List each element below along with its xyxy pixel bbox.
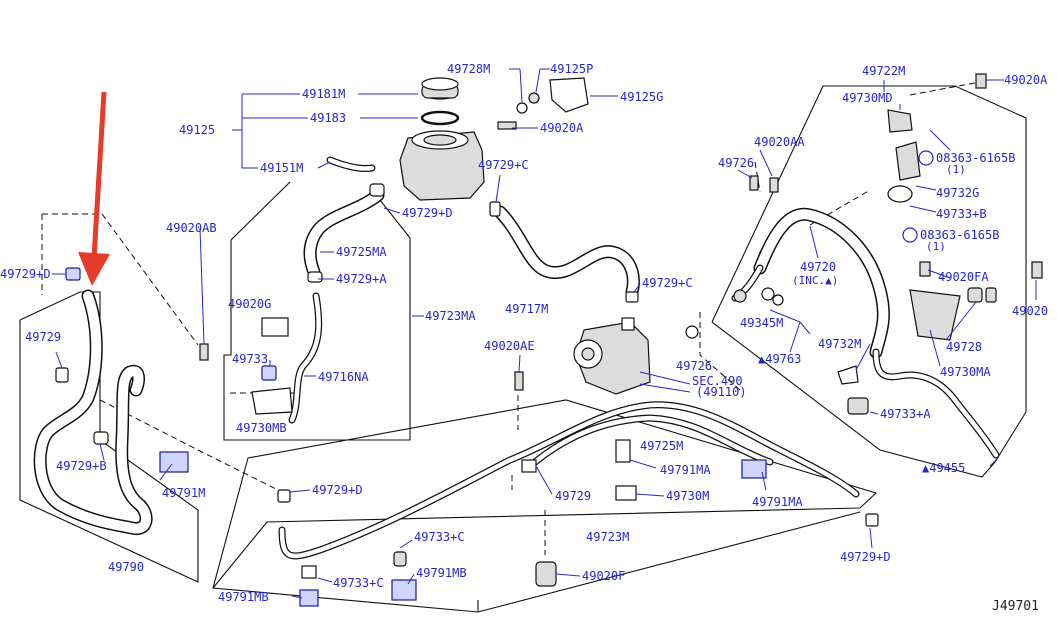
label-49730md: 49730MD	[842, 91, 893, 105]
label-49732g: 49732G	[936, 186, 980, 200]
label-49730m: 49730M	[666, 489, 710, 503]
label-08363-b-qty: (1)	[926, 240, 946, 253]
label-49728m: 49728M	[447, 62, 491, 76]
label-49726-right: 49726	[718, 156, 755, 170]
label-49730ma: 49730MA	[940, 365, 991, 379]
label-49733c-a: 49733+C	[414, 530, 465, 544]
label-49791m: 49791M	[162, 486, 206, 500]
symbols	[902, 150, 934, 243]
label-49733c-b: 49733+C	[333, 576, 384, 590]
label-49020g: 49020G	[228, 297, 272, 311]
diagram-reference-code: J49701	[992, 599, 1039, 614]
label-49726-mid: 49726	[676, 359, 713, 373]
label-49125: 49125	[179, 123, 216, 137]
label-49790: 49790	[108, 560, 145, 574]
power-steering-pump	[573, 317, 651, 395]
label-49725ma: 49725MA	[336, 245, 387, 259]
components	[55, 73, 1043, 607]
label-49729b: 49729+B	[56, 459, 107, 473]
label-sec490-sub: (49110)	[696, 385, 747, 399]
reservoir-tank	[399, 131, 485, 201]
hoses	[33, 156, 1000, 560]
label-49730mb: 49730MB	[236, 421, 287, 435]
label-49720-inc: (INC.▲)	[792, 274, 839, 287]
label-49733b: 49733+B	[936, 207, 987, 221]
label-08363-a-qty: (1)	[946, 163, 966, 176]
label-49729c-top: 49729+C	[478, 158, 529, 172]
leader-lines	[52, 68, 1037, 599]
label-49020fa: 49020FA	[938, 270, 989, 284]
label-49729a: 49729+A	[336, 272, 387, 286]
label-49733a: 49733+A	[880, 407, 931, 421]
label-49733: 49733	[232, 352, 269, 366]
frame-lines	[19, 81, 1027, 613]
label-49729d-c: 49729+D	[840, 550, 891, 564]
label-08363-a: 08363-6165B	[936, 151, 1016, 165]
label-49020f: 49020F	[582, 569, 626, 583]
label-49183: 49183	[310, 111, 347, 125]
label-49345m: 49345M	[740, 316, 784, 330]
label-49720: 49720	[800, 260, 837, 274]
label-49791ma-b: 49791MA	[752, 495, 803, 509]
label-49716na: 49716NA	[318, 370, 369, 384]
label-49455: ▲49455	[922, 461, 966, 475]
label-08363-b: 08363-6165B	[920, 228, 1000, 242]
label-49020a-right: 49020A	[1004, 73, 1048, 87]
label-sec490: SEC.490	[692, 374, 743, 388]
label-49729c-mid: 49729+C	[642, 276, 693, 290]
reservoir-bracket	[549, 77, 589, 113]
label-49151m: 49151M	[260, 161, 304, 175]
label-49717m: 49717M	[505, 302, 549, 316]
label-49791mb-a: 49791MB	[416, 566, 467, 580]
label-49020-right: 49020	[1012, 304, 1049, 318]
label-49020ae: 49020AE	[484, 339, 535, 353]
label-49125p: 49125P	[550, 62, 594, 76]
label-49020aa: 49020AA	[754, 135, 805, 149]
label-49722m: 49722M	[862, 64, 906, 78]
label-49791ma-a: 49791MA	[660, 463, 711, 477]
red-arrow	[78, 91, 110, 286]
label-49791mb-b: 49791MB	[218, 590, 269, 604]
label-49723ma: 49723MA	[425, 309, 476, 323]
label-49729-left: 49729	[25, 330, 62, 344]
label-49020a-top: 49020A	[540, 121, 584, 135]
label-49728: 49728	[946, 340, 983, 354]
label-49181m: 49181M	[302, 87, 346, 101]
label-49729-bottom: 49729	[555, 489, 592, 503]
label-49732m: 49732M	[818, 337, 862, 351]
label-49729d-top: 49729+D	[402, 206, 453, 220]
label-49125g: 49125G	[620, 90, 664, 104]
o-ring	[420, 110, 460, 126]
label-49723m: 49723M	[586, 530, 630, 544]
label-49725m: 49725M	[640, 439, 684, 453]
label-49729d-b: 49729+D	[312, 483, 363, 497]
label-49729d-left: 49729+D	[0, 267, 51, 281]
label-49020ab: 49020AB	[166, 221, 217, 235]
label-49763: ▲49763	[758, 352, 802, 366]
